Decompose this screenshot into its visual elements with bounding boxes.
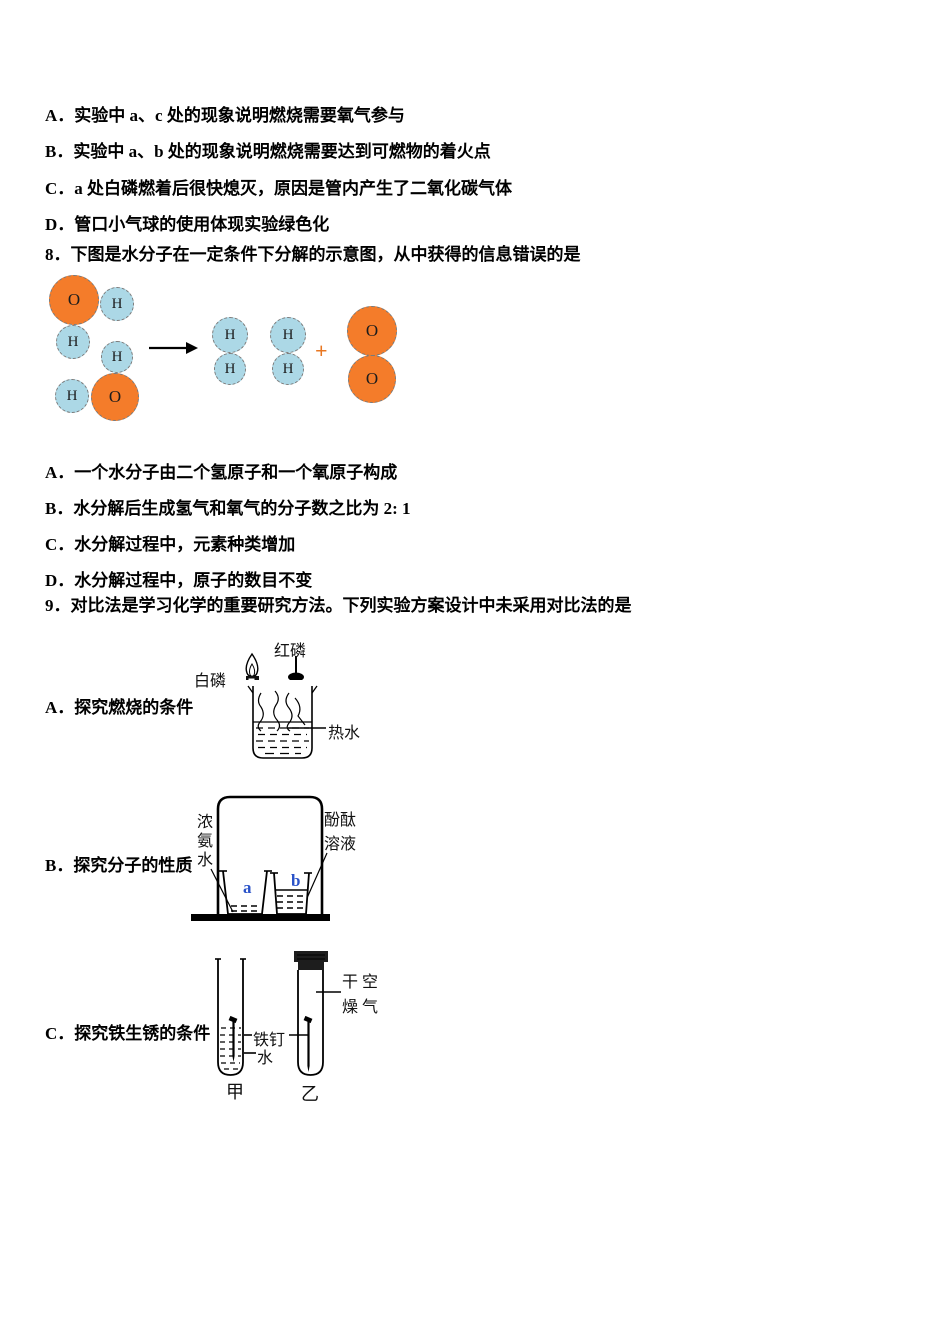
oxygen-atom: O [348, 355, 396, 403]
hydrogen-atom: H [270, 317, 306, 353]
bell-jar [216, 795, 324, 915]
rusting-apparatus [215, 951, 341, 1076]
white-phosphorus-label: 白磷 [194, 673, 227, 690]
bell-jar-apparatus [191, 795, 330, 921]
beaker-a-letter: a [243, 878, 252, 897]
q8-option-a: A．一个水分子由二个氢原子和一个氧原子构成 [45, 463, 398, 482]
nail-head [228, 1015, 238, 1024]
q8-option-b: B．水分解后生成氢气和氧气的分子数之比为 2: 1 [45, 499, 411, 518]
q9-option-a-label: A．探究燃烧的条件 [45, 698, 194, 717]
q9-stem: 9．对比法是学习化学的重要研究方法。下列实验方案设计中未采用对比法的是 [45, 596, 632, 615]
hydrogen-atom: H [100, 287, 134, 321]
q7-option-a: A．实验中 a、c 处的现象说明燃烧需要氧气参与 [45, 106, 405, 125]
test-tube-jia [217, 959, 244, 1076]
oxygen-atom: O [91, 373, 139, 421]
hydrogen-atom: H [55, 379, 89, 413]
q9-option-c-label: C．探究铁生锈的条件 [45, 1024, 211, 1043]
water-label: 水 [257, 1050, 274, 1067]
reaction-arrow [149, 342, 198, 354]
oxygen-atom: O [49, 275, 99, 325]
phenolphthalein-label: 酚酞溶液 [324, 812, 357, 853]
q8-option-c: C．水分解过程中，元素种类增加 [45, 535, 296, 554]
plus-sign: + [315, 338, 328, 363]
nail-tip [232, 1056, 235, 1062]
flame-core [249, 663, 256, 677]
plate [233, 680, 330, 686]
phenolphthalein-pointer [306, 852, 328, 899]
nail-tip [307, 1066, 310, 1072]
iron-nail-label: 铁钉 [253, 1032, 286, 1049]
holder-slit [248, 678, 255, 681]
test-tube-yi [297, 970, 324, 1076]
hydrogen-atom: H [214, 353, 246, 385]
beaker-b-letter: b [291, 871, 301, 890]
ammonia-pointer [210, 868, 234, 913]
vapor-wave [273, 690, 281, 732]
beaker [252, 686, 313, 759]
dry-air-label: 干空燥气 [342, 974, 383, 1016]
oxygen-atom: O [347, 306, 397, 356]
rubber-stopper [298, 962, 324, 970]
q7-option-d: D．管口小气球的使用体现实验绿色化 [45, 215, 330, 234]
q8-stem: 8．下图是水分子在一定条件下分解的示意图，从中获得的信息错误的是 [45, 245, 581, 264]
hydrogen-atom: H [101, 341, 133, 373]
rubber-stopper [294, 951, 328, 962]
hydrogen-atom: H [212, 317, 248, 353]
vapor-wave [294, 697, 306, 726]
q9-option-b-label: B．探究分子的性质 [45, 856, 193, 875]
red-phosphorus-label: 红磷 [274, 643, 307, 660]
base-board [191, 914, 330, 921]
hydrogen-atom: H [272, 353, 304, 385]
vapor-wave [285, 692, 293, 732]
tube-jia-label: 甲 [226, 1082, 244, 1102]
hydrogen-atom: H [56, 325, 90, 359]
hot-water-label: 热水 [328, 725, 361, 742]
red-phosphorus-lump [288, 672, 304, 682]
q7-option-c: C．a 处白磷燃着后很快熄灭，原因是管内产生了二氧化碳气体 [45, 179, 513, 198]
q7-option-b: B．实验中 a、b 处的现象说明燃烧需要达到可燃物的着火点 [45, 142, 491, 161]
flame-icon [245, 652, 259, 678]
ammonia-label: 浓氨水 [197, 814, 214, 869]
q8-option-d: D．水分解过程中，原子的数目不变 [45, 571, 313, 590]
nail-head [303, 1015, 313, 1024]
vapor-wave [257, 692, 264, 732]
tube-yi-label: 乙 [301, 1084, 319, 1104]
combustion-apparatus [233, 652, 330, 759]
